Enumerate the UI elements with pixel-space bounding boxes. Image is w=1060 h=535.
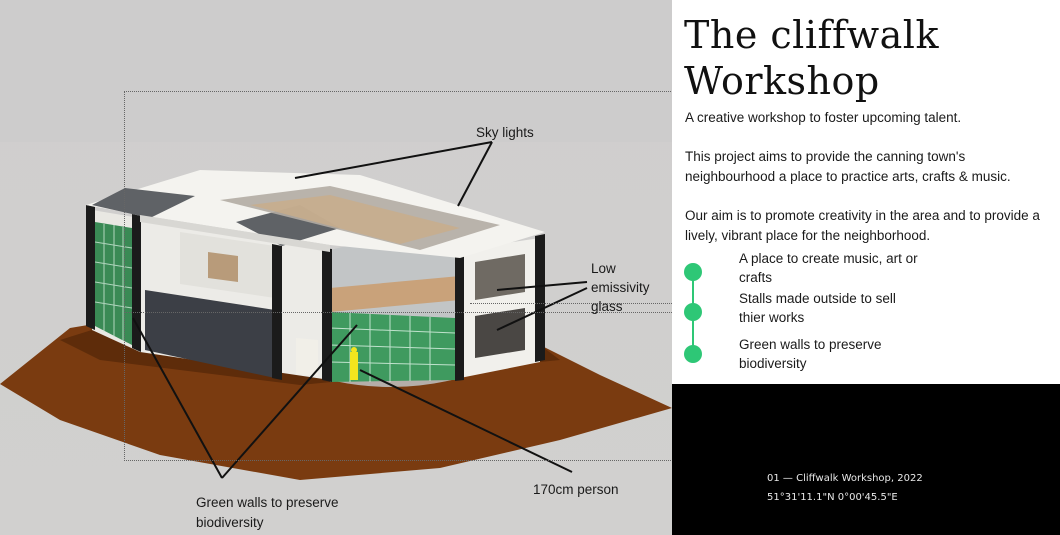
bullet-dot-2 <box>684 303 702 321</box>
label-sky-lights: Sky lights <box>476 125 534 140</box>
bullet-text-3: Green walls to preserve biodiversity <box>739 337 882 371</box>
right-lower-opening <box>475 308 525 358</box>
bullet-dot-3 <box>684 345 702 363</box>
annotation-lines <box>132 141 588 479</box>
person-figure <box>350 352 358 380</box>
label-green-walls-2: biodiversity <box>196 515 264 530</box>
intro-paragraph-3: Our aim is to promote creativity in the … <box>685 208 1040 243</box>
title-line-1: The cliffwalk <box>684 13 939 57</box>
title-line-2: Workshop <box>684 59 880 103</box>
intro-paragraph-1: A creative workshop to foster upcoming t… <box>685 110 962 125</box>
roof-front-edge <box>140 215 330 252</box>
label-person: 170cm person <box>533 482 619 497</box>
roof-dark-panel-left <box>92 188 195 218</box>
footer-project-line: 01 — Cliffwalk Workshop, 2022 <box>767 473 923 484</box>
upper-window <box>208 252 238 282</box>
footer-coordinates: 51°31'11.1"N 0°00'45.5"E <box>767 492 898 503</box>
label-low-e-glass-3: glass <box>591 299 623 314</box>
person-head <box>351 347 357 353</box>
lower-door <box>296 338 318 376</box>
label-low-e-glass-2: emissivity <box>591 280 650 295</box>
page-title: The cliffwalk Workshop <box>684 12 939 104</box>
label-green-walls-1: Green walls to preserve <box>196 495 339 510</box>
mezzanine-floor <box>330 276 460 312</box>
bullet-text-2: Stalls made outside to sell thier works <box>739 291 896 325</box>
dark-footer-panel <box>672 384 1060 535</box>
green-wall-left-grid <box>94 224 133 341</box>
label-low-e-glass-1: Low <box>591 261 616 276</box>
text-panel <box>672 0 1060 384</box>
background-band <box>0 0 672 142</box>
bullet-dot-1 <box>684 263 702 281</box>
bullet-text-1: A place to create music, art or crafts <box>739 251 918 285</box>
skylight-inner <box>250 195 460 244</box>
structural-columns <box>86 205 545 382</box>
intro-paragraph-2: This project aims to provide the canning… <box>685 149 1011 184</box>
